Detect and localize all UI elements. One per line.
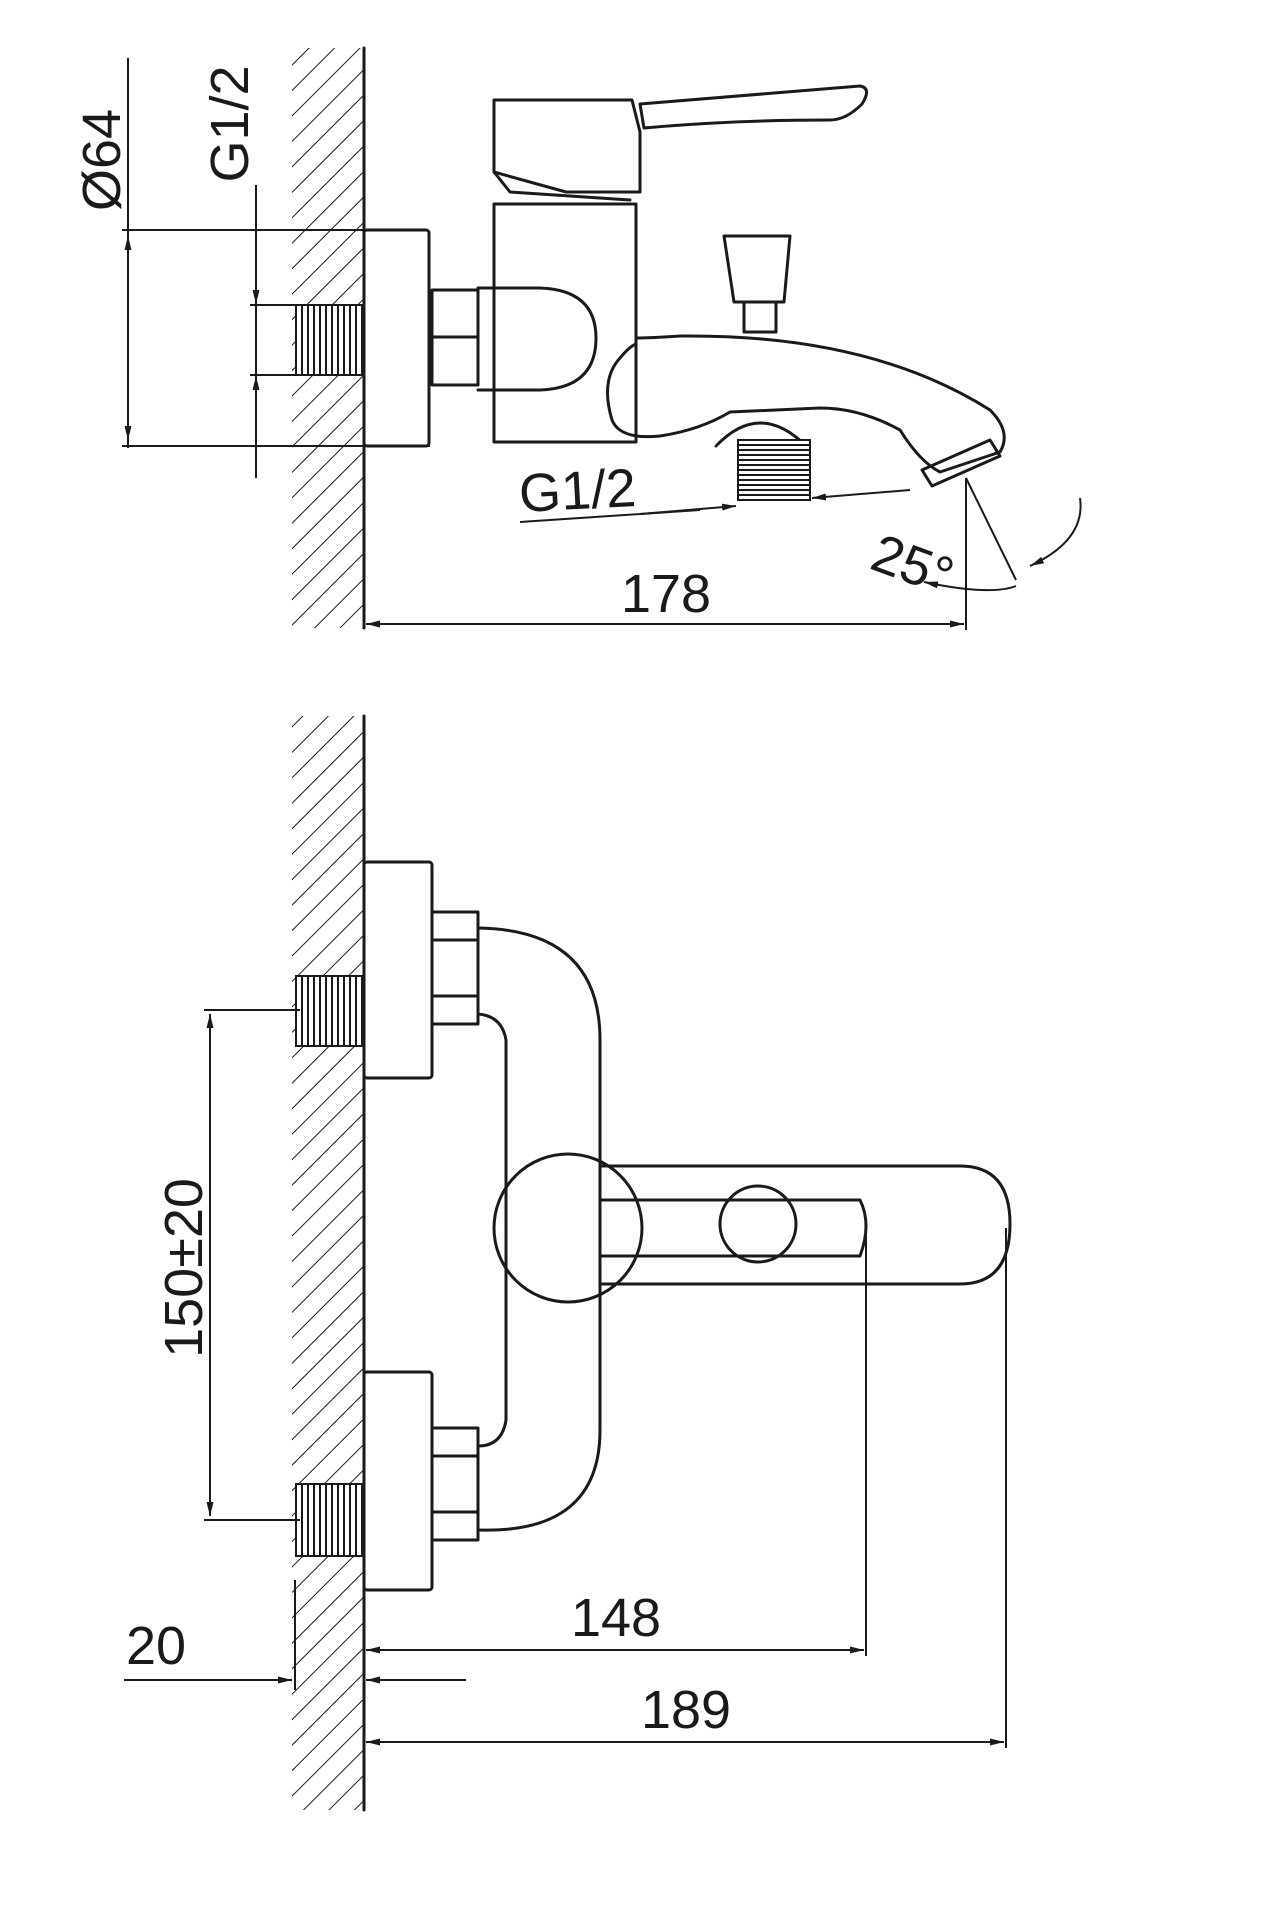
dim-angle-label: 25° [864,523,961,607]
dim-diameter: Ø64 [72,58,430,448]
top-wall-hatch [292,716,364,1810]
dim-center-distance: 150±20 [154,1009,300,1521]
side-outlet-thread [714,421,811,501]
top-lever-handle [598,1198,868,1258]
dim-lever-depth-label: 148 [571,1588,661,1648]
dim-spout-depth: 189 [366,1228,1007,1748]
side-connector [476,286,598,392]
top-mixer-body [476,926,602,1532]
top-mixer-body-inner [476,1012,508,1448]
dim-outlet-thread: G1/2 [517,458,911,524]
top-nut-lower [430,1426,480,1542]
top-escutcheon-upper [362,860,434,1080]
dim-center-distance-label: 150±20 [154,1178,214,1358]
top-inlet-thread-lower [295,1483,363,1557]
top-view: 150±20 20 148 189 [124,714,1012,1812]
side-aerator [920,438,1002,488]
top-inlet-thread-upper [295,975,363,1047]
side-lever-handle [638,84,868,130]
dim-outlet-thread-label: G1/2 [517,458,637,524]
side-view: Ø64 G1/2 G1/2 25° [72,46,1082,630]
side-lever-cap [492,98,642,194]
top-spout [598,1164,1012,1286]
side-escutcheon [362,228,431,448]
dim-spout-depth-label: 189 [641,1680,731,1740]
top-lever-cap [492,1152,644,1304]
dim-angle: 25° [864,477,1082,607]
side-lever-cap-lower [492,170,632,202]
side-spout [606,334,1006,474]
side-diverter-knob [722,234,792,304]
side-mixer-body [492,202,638,444]
dim-lever-depth: 148 [366,1228,867,1656]
dim-diameter-label: Ø64 [72,109,132,211]
dim-depth-label: 178 [621,564,711,624]
dim-wall-offset-label: 20 [126,1616,186,1676]
top-escutcheon-lower [362,1370,434,1592]
dim-inlet-thread-label: G1/2 [200,65,260,182]
top-diverter-knob [718,1184,798,1264]
top-nut-upper [430,910,480,1026]
side-diverter-stem [742,300,778,334]
dim-wall-offset: 20 [124,1616,466,1684]
dim-inlet-thread: G1/2 [200,65,300,478]
dim-depth: 178 [366,480,967,630]
side-inlet-thread [295,304,363,376]
